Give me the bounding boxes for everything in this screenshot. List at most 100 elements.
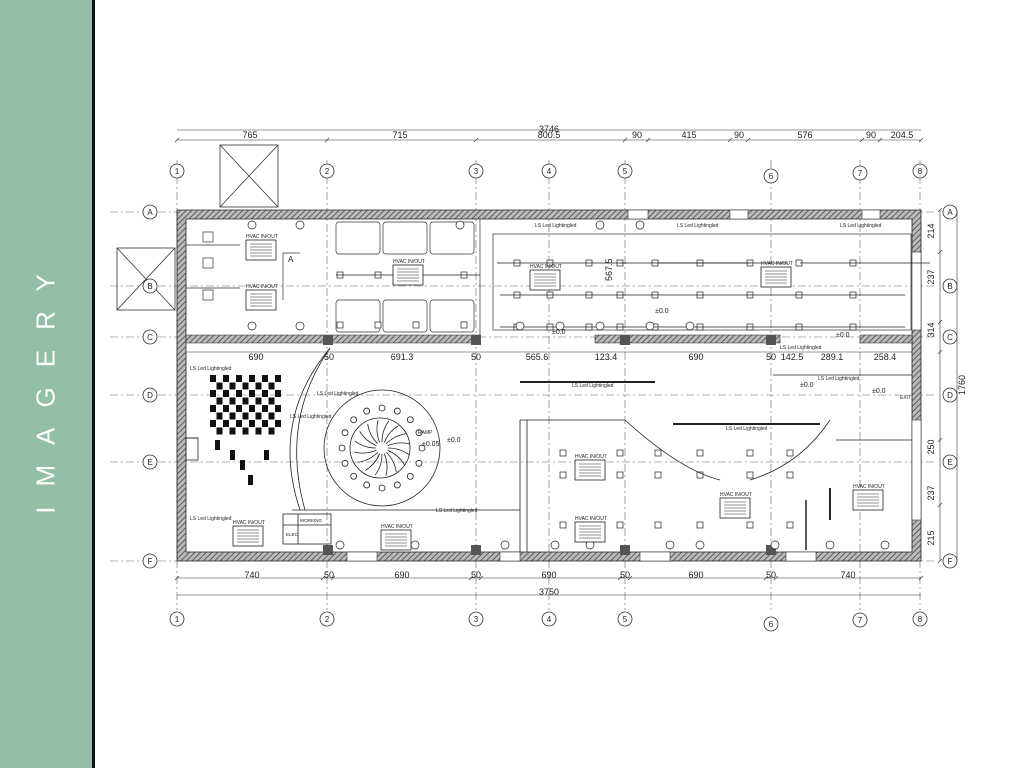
light-fixture <box>746 471 754 479</box>
grid-label-row-C: C <box>147 333 153 342</box>
dim-tick <box>320 575 326 581</box>
grid-bubble-col-4 <box>541 163 557 179</box>
grid-label-col-4: 4 <box>547 167 552 176</box>
light-fixture <box>746 449 754 457</box>
grid-label-row-E: E <box>947 458 952 467</box>
rosette-arm <box>387 447 410 456</box>
led-label-8: LS Led Lightingled <box>726 426 768 432</box>
display-tile <box>275 375 281 382</box>
dim-top-value: 90 <box>866 130 876 140</box>
dim-mid-value: 258.4 <box>874 352 897 362</box>
ceiling-downlight <box>825 540 835 550</box>
light-fixture <box>786 449 794 457</box>
ceiling-downlight <box>335 540 345 550</box>
rosette-light <box>338 444 346 452</box>
rosette-light <box>363 481 371 489</box>
plan-labels: LS Led Lightingled LS Led Lightingled LS… <box>190 223 911 537</box>
hvac-label: HVAC IN/OUT <box>381 524 413 530</box>
display-tile <box>275 405 281 412</box>
level-mark-2: ±0.0 <box>552 329 566 336</box>
grid-bubble-col-5 <box>617 163 633 179</box>
display-tile <box>242 397 249 405</box>
grid-bubble-row-E <box>942 454 958 470</box>
display-tile <box>275 390 281 397</box>
light-fixtures <box>247 220 930 550</box>
grid-bubble-row-A <box>942 204 958 220</box>
led-label-11: LS Led Lightingled <box>436 508 478 514</box>
dim-tick <box>468 575 474 581</box>
dim-top-value: 765 <box>242 130 257 140</box>
display-tile <box>223 405 229 412</box>
grid-bubble-row-D <box>942 387 958 403</box>
display-tile <box>236 390 242 397</box>
level-mark-6: ±0.0 <box>447 437 461 444</box>
grid-label-row-D: D <box>147 391 153 400</box>
rosette-arm <box>354 440 377 449</box>
grid-bubble-col-8 <box>912 163 928 179</box>
display-tile <box>268 427 275 435</box>
dim-top-value: 90 <box>632 130 642 140</box>
dim-tick <box>627 575 633 581</box>
rosette-feature <box>338 404 426 492</box>
corridor-wall-right <box>859 334 913 344</box>
dim-bottom-value: 740 <box>244 570 259 580</box>
dim-bottom-value: 690 <box>688 570 703 580</box>
display-tile <box>268 412 275 420</box>
led-label-4: LS Led Lightingled <box>190 366 232 372</box>
rosette-arm <box>387 442 410 447</box>
grid-label-col-6: 6 <box>769 172 774 181</box>
ceiling-downlight <box>295 321 305 331</box>
grid-bubble-col-4 <box>541 611 557 627</box>
led-label-10: LS Led Lightingled <box>780 345 822 351</box>
ceiling-downlight <box>635 220 645 230</box>
ceiling-downlight <box>595 321 605 331</box>
light-fixture <box>616 521 624 529</box>
grid-label-col-2: 2 <box>325 167 330 176</box>
hvac-label: HVAC IN/OUT <box>575 454 607 460</box>
dim-tick <box>174 575 180 581</box>
exit-label: EXIT <box>900 395 911 401</box>
light-fixture <box>616 471 624 479</box>
grid-label-col-5: 5 <box>623 167 628 176</box>
display-tile <box>229 397 236 405</box>
level-mark-3: ±0.0 <box>836 332 850 339</box>
hvac-label: HVAC IN/OUT <box>246 284 278 290</box>
dim-bottom-value: 50 <box>471 570 481 580</box>
grid-bubble-col-7 <box>852 612 868 628</box>
display-tile <box>262 420 268 427</box>
display-tile <box>216 412 223 420</box>
ceiling-downlight <box>410 540 420 550</box>
grid-bubble-col-3 <box>468 163 484 179</box>
dim-right-value: 214 <box>926 223 936 238</box>
ceiling-downlight <box>247 220 257 230</box>
dim-tick <box>324 137 330 143</box>
display-tile <box>216 382 223 390</box>
dim-tick <box>877 137 883 143</box>
grid-label-col-3: 3 <box>474 615 479 624</box>
display-tile <box>210 405 216 412</box>
rosette-light <box>341 459 349 467</box>
dim-top-total: 3746 <box>539 124 559 134</box>
lower-features <box>185 347 912 552</box>
ceiling-downlight <box>595 220 605 230</box>
dim-top-value: 204.5 <box>891 130 914 140</box>
grid-label-col-6: 6 <box>769 620 774 629</box>
grid-bubble-row-F <box>942 553 958 569</box>
rosette-light <box>350 416 358 424</box>
grid-bubble-col-2 <box>319 611 335 627</box>
display-tile <box>210 375 216 382</box>
dim-tick <box>918 575 924 581</box>
dim-mid-value: 50 <box>471 352 481 362</box>
rosette-arm <box>376 420 381 443</box>
display-tile <box>249 405 255 412</box>
grid-bubble-row-C <box>142 329 158 345</box>
light-fixture <box>696 471 704 479</box>
dim-mid-value: 565.6 <box>526 352 549 362</box>
grid-label-col-1: 1 <box>175 615 180 624</box>
dim-tick <box>937 558 943 564</box>
light-fixture <box>696 449 704 457</box>
grid-label-col-8: 8 <box>918 615 923 624</box>
dim-tick <box>745 137 751 143</box>
ceiling-downlight <box>770 540 780 550</box>
